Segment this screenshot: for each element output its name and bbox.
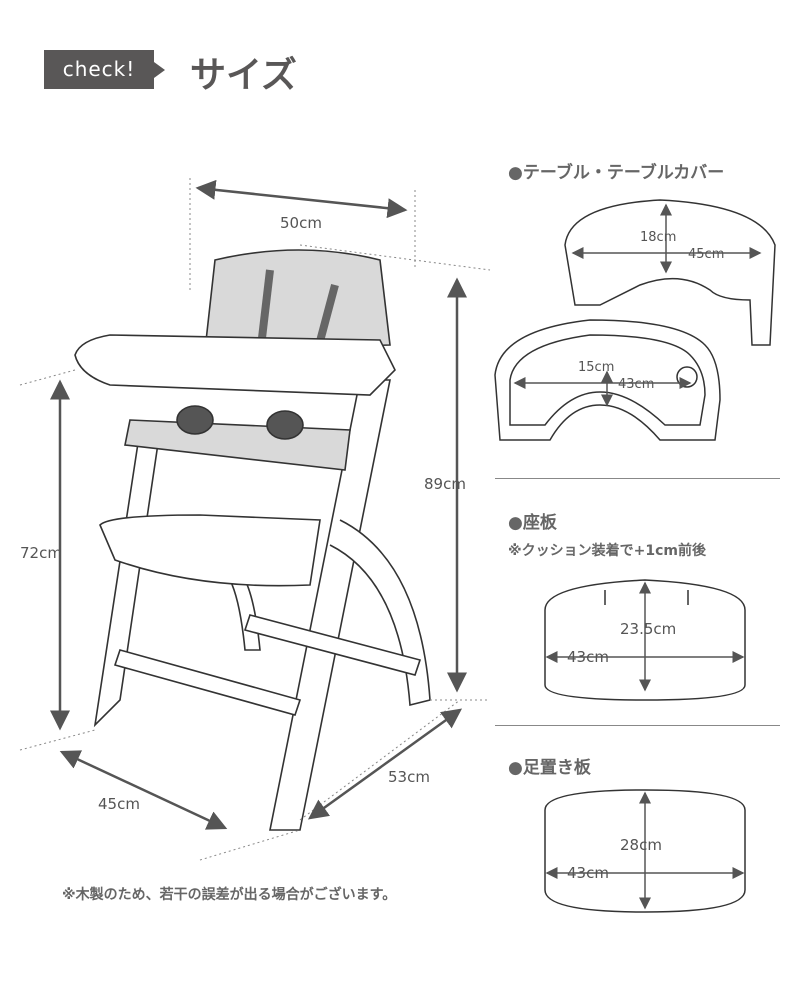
- cover-depth-label: 18cm: [640, 230, 676, 245]
- seat-height-label: 72cm: [20, 544, 62, 562]
- section-divider: [495, 478, 780, 479]
- depth-label: 53cm: [388, 768, 430, 786]
- check-badge: check!: [44, 50, 165, 89]
- tray-width-label: 43cm: [618, 377, 654, 392]
- tray-depth-label: 15cm: [578, 360, 614, 375]
- footrest-depth-label: 28cm: [620, 836, 662, 854]
- footrest-width-label: 43cm: [567, 864, 609, 882]
- table-cover-illustration: [564, 199, 776, 346]
- footrest-illustration: [544, 789, 746, 913]
- section-divider: [495, 725, 780, 726]
- base-width-label: 45cm: [98, 795, 140, 813]
- seat-width-label: 43cm: [567, 648, 609, 666]
- seat-note: ※クッション装着で+1cm前後: [508, 543, 706, 559]
- chair-width-label: 50cm: [280, 214, 322, 232]
- footer-note: ※木製のため、若干の誤差が出る場合がございます。: [62, 887, 397, 903]
- seat-heading: ●座板: [508, 513, 557, 533]
- cover-width-label: 45cm: [688, 247, 724, 262]
- page-title: サイズ: [190, 55, 297, 96]
- high-chair-illustration: [74, 249, 431, 831]
- table-heading: ●テーブル・テーブルカバー: [508, 163, 725, 183]
- dimension-arrows: [50, 179, 467, 830]
- footrest-heading: ●足置き板: [508, 758, 591, 778]
- seat-depth-label: 23.5cm: [620, 620, 676, 638]
- chair-height-label: 89cm: [424, 475, 466, 493]
- seat-board-illustration: [544, 579, 746, 701]
